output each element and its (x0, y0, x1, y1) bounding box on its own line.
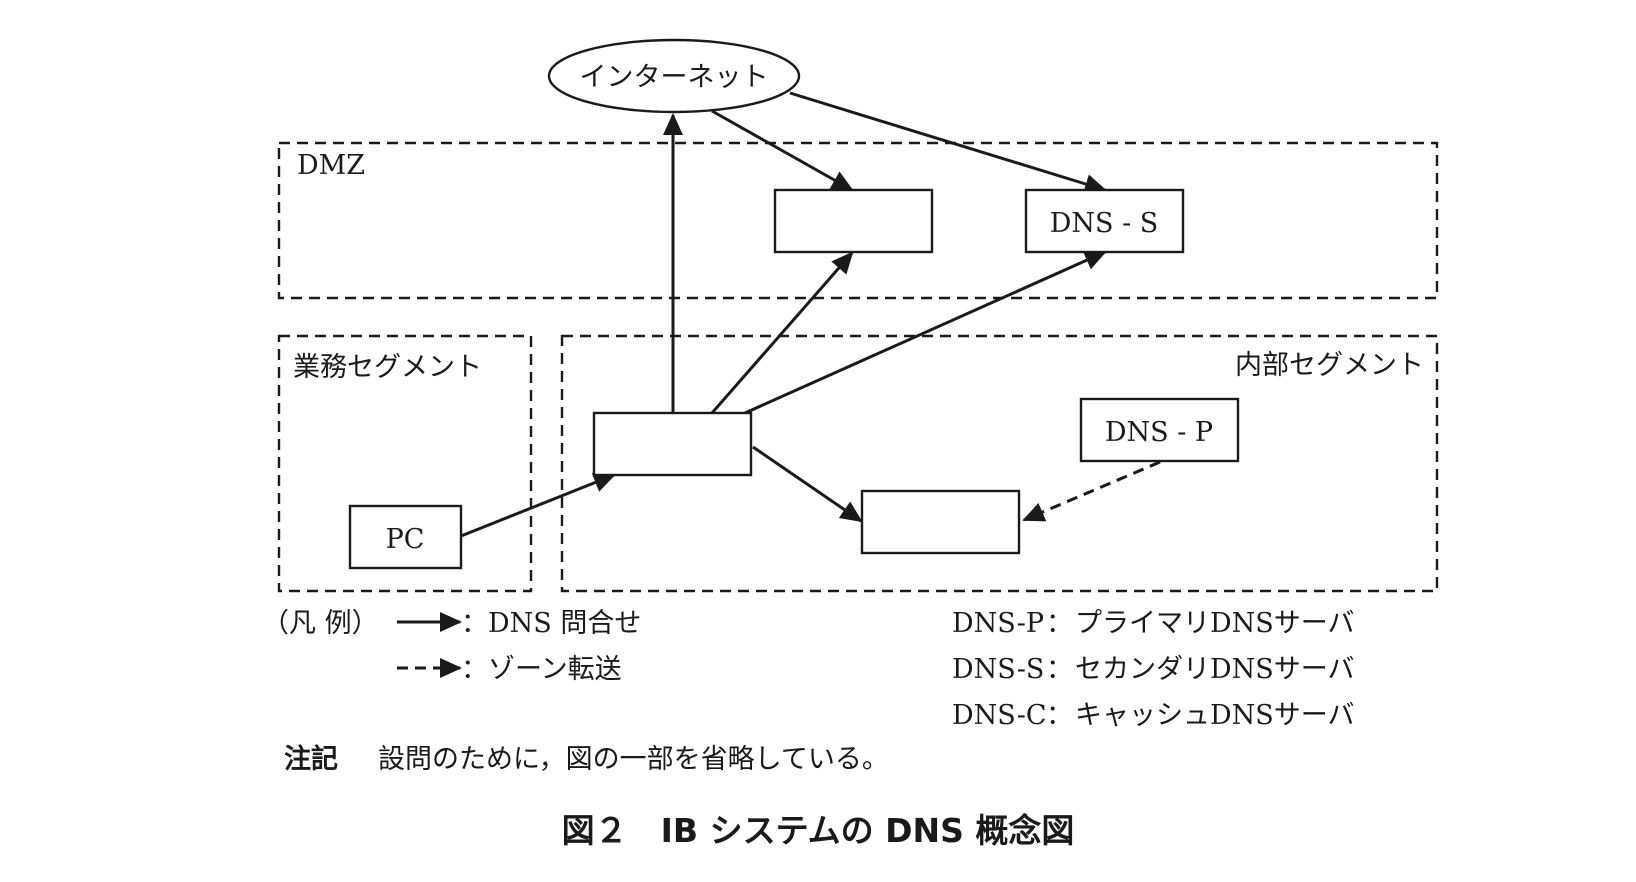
glossary-sep-dns-s: ： (1046, 654, 1073, 685)
zone-dmz: DMZ (277, 141, 1439, 300)
edge-pc-to-hub (460, 473, 616, 538)
zone-dmz-label: DMZ (297, 150, 365, 181)
figure-caption: 図２ IB システムの DNS 概念図 (562, 811, 1075, 850)
note-label: 注記 (284, 743, 338, 775)
node-internet-label: インターネット (580, 62, 769, 93)
glossary-sep-dns-c: ： (1046, 700, 1073, 731)
glossary-desc-dns-c: キャッシュDNSサーバ (1075, 700, 1355, 731)
note-text: 設問のために，図の一部を省略している。 (378, 744, 889, 775)
zone-internal: 内部セグメント (560, 334, 1439, 593)
glossary-term-dns-c: DNS-C (952, 700, 1047, 731)
node-pc-label: PC (386, 524, 425, 555)
node-internal-server (860, 489, 1021, 555)
node-dns-p-label: DNS - P (1105, 417, 1213, 448)
edge-dns-p-to-internal-server-zone-transfer (1022, 460, 1161, 522)
glossary: DNS-P ： プライマリDNSサーバ DNS-S ： セカンダリDNSサーバ … (952, 608, 1355, 731)
node-pc: PC (348, 504, 463, 570)
edge-internet-to-dns-s (789, 91, 1107, 194)
glossary-term-dns-p: DNS-P (952, 608, 1044, 639)
node-hub-server (592, 411, 753, 477)
node-dns-p: DNS - P (1079, 397, 1240, 463)
node-dns-s-label: DNS - S (1050, 208, 1159, 239)
glossary-desc-dns-p: プライマリDNSサーバ (1075, 608, 1355, 639)
edge-hub-to-dmz-server (710, 251, 854, 414)
node-internet: インターネット (547, 38, 801, 114)
legend-dashed-label: ：ゾーン転送 (461, 654, 622, 685)
zone-internal-label: 内部セグメント (1235, 350, 1424, 381)
note: 注記 設問のために，図の一部を省略している。 (284, 743, 889, 775)
edges (460, 91, 1161, 538)
legend-solid-label: ：DNS 問合せ (461, 608, 641, 639)
glossary-term-dns-s: DNS-S (952, 654, 1044, 685)
glossary-desc-dns-s: セカンダリDNSサーバ (1075, 654, 1355, 685)
node-dns-s: DNS - S (1024, 188, 1185, 254)
edge-hub-to-internal-server (752, 445, 863, 523)
zone-business-label: 業務セグメント (293, 352, 482, 383)
node-dmz-server (773, 188, 934, 254)
edge-hub-to-dns-s (744, 250, 1107, 415)
legend-prefix: （凡 例） (262, 608, 379, 639)
glossary-sep-dns-p: ： (1046, 608, 1073, 639)
legend: （凡 例） ：DNS 問合せ ：ゾーン転送 (262, 608, 641, 685)
edge-internet-to-dmz-server (711, 109, 854, 192)
zone-business: 業務セグメント (277, 334, 533, 593)
